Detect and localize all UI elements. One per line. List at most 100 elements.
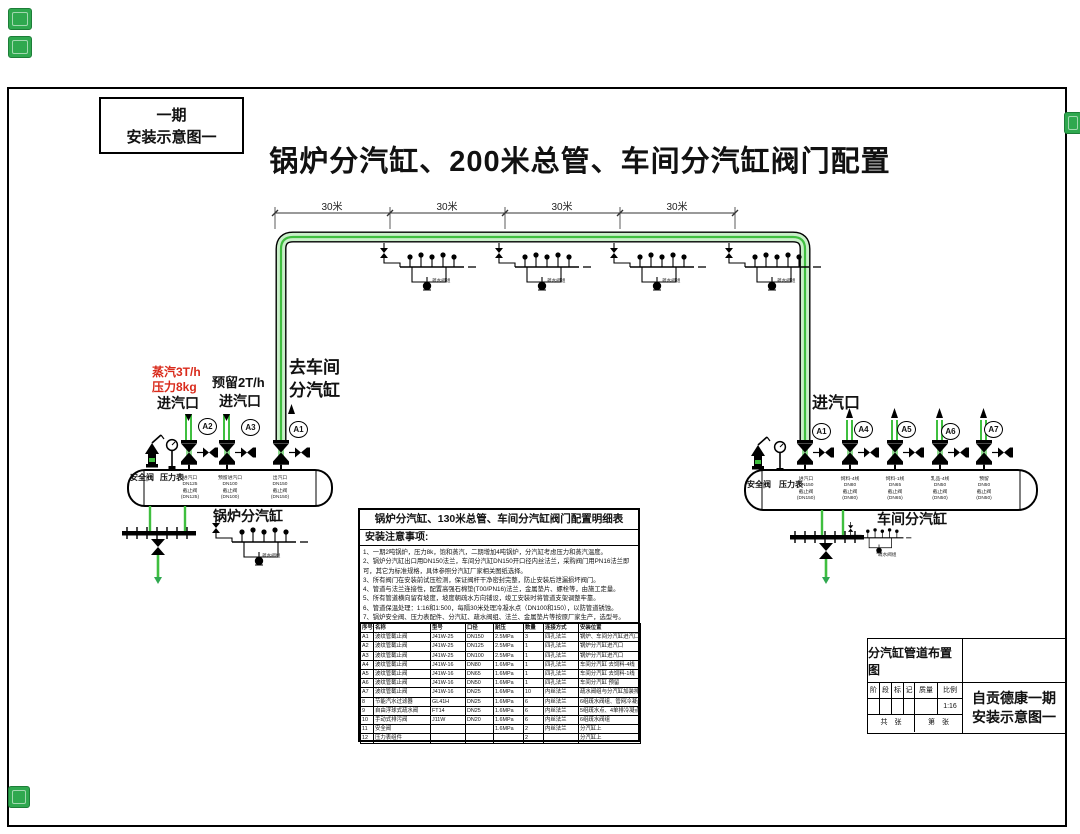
spec-table-cell: 四孔法兰 [543, 669, 579, 680]
title-block: 分汽缸管道布置图 阶 段 标 记 质量 比例 1 [867, 638, 1066, 734]
phase-box-border [99, 97, 244, 154]
watermark-stamp [8, 36, 32, 58]
workshop-inlet-label: 进汽口 [812, 395, 861, 412]
spec-table-cell: J41W-25 [430, 650, 466, 661]
main-steam-pipe [275, 231, 811, 440]
install-note-item: 6、管道保温处理：1:16和1:500，每隔30米处理冷凝水点（DN100和15… [363, 604, 618, 612]
spec-table-cell: 内丝法兰 [543, 715, 579, 726]
spec-table-cell: 1.6MPa [493, 705, 524, 717]
nozzle-note-line: 截止阀 [932, 489, 948, 495]
nozzle-note-line: 预留进汽口 [218, 476, 242, 481]
spec-table-cell: 1.6MPa [493, 678, 524, 689]
pipe-segment-length: 30米 [551, 202, 573, 213]
pressure-gauge-symbol [165, 438, 179, 470]
flow-arrow-down [223, 414, 230, 421]
steam-capacity-label: 蒸汽3T/h [152, 365, 201, 379]
nozzle-note-line: 截止阀 [887, 489, 903, 495]
spec-column-header: 口径 [465, 622, 494, 634]
inlet-port-label: 进汽口 [157, 395, 199, 411]
spec-table-cell: 自由浮球式疏水阀 [373, 705, 431, 717]
to-workshop-label-line1: 去车间 [289, 358, 340, 377]
pressure-gauge-label: 压力表 [779, 480, 803, 489]
safety-valve-symbol [750, 436, 771, 471]
watermark-stamp [8, 786, 30, 808]
spec-table-cell [465, 733, 494, 744]
globe-valve-assembly-a3 [218, 439, 257, 472]
spec-table-cell: 内丝法兰 [543, 696, 579, 707]
spec-table-cell [465, 724, 494, 735]
stage-char: 阶 [868, 683, 880, 698]
valve-tag-a6: A6 [941, 423, 960, 440]
spec-table-cell: J41W-16 [430, 678, 466, 689]
title-block-grid: 阶 段 标 记 质量 比例 1:16 共 张 第 张 [868, 683, 963, 733]
inlet-port-label: 进汽口 [219, 393, 261, 409]
workshop-drum-label: 车间分汽缸 [877, 511, 947, 527]
spec-table-cell: 9 [360, 705, 374, 717]
nozzle-note-line: 截止阀 [798, 489, 814, 495]
spec-column-header: 安装位置 [578, 622, 641, 634]
trap-group-label: 疏水阀组 [878, 552, 897, 557]
spec-table-cell: 2.5MPa [493, 632, 524, 643]
title-block-empty-cell [963, 639, 1065, 682]
install-note-item: 5、所有管道横向留有坡度，坡度朝疏水方向铺设，竣工安装时将管道支架调整牢靠。 [363, 595, 600, 603]
nozzle-note-line: 截止阀 [222, 488, 238, 494]
spec-table-cell: DN50 [465, 678, 494, 689]
spec-table-cell: 1 [523, 650, 544, 661]
safety-valve-symbol [144, 434, 165, 469]
nozzle-note-line: (DN100) [220, 495, 240, 501]
globe-valve-assembly-a1r [796, 439, 835, 472]
spec-table-cell: J41W-25 [430, 632, 466, 643]
spec-table-cell: A2 [360, 641, 374, 652]
spec-table-cell: J41W-25 [430, 641, 466, 652]
sheet-number-label: 第 张 [928, 719, 949, 726]
spec-table-cell: 6组疏水阀组、管网冷凝点 [578, 696, 641, 707]
pressure-gauge-label: 压力表 [160, 473, 184, 482]
spec-table-cell: 波纹管截止阀 [373, 659, 431, 671]
globe-valve-assembly-a7 [975, 439, 1014, 472]
spec-table-cell: 2 [523, 733, 544, 744]
boiler-drum-label: 锅炉分汽缸 [213, 508, 283, 524]
stage-char: 标 [892, 683, 904, 698]
spec-table-cell: 10 [360, 715, 374, 726]
nozzle-note-line: 饲料-4线 [840, 477, 860, 482]
globe-valve-assembly-a5 [886, 439, 925, 472]
flow-arrows-up [846, 408, 987, 418]
spec-table-cell: 内丝法兰 [543, 705, 579, 717]
trap-group-label: 疏水阀组 [432, 278, 451, 283]
reserved-inlet-label: 预留2T/h [212, 375, 265, 390]
spec-table-cell: FT14 [430, 705, 466, 717]
nozzle-note-line: 乳品-4线 [930, 477, 950, 482]
drawing-frame [7, 87, 1067, 827]
spec-table-cell: 手动式排污阀 [373, 715, 431, 726]
nozzle-note-line: 饲料-1线 [885, 477, 905, 482]
install-note-item: 7、锅炉安全阀、压力表配件、分汽缸、疏水阀组、法兰、金属垫片等按原厂家生产，选型… [363, 614, 625, 622]
spec-table-title: 锅炉分汽缸、130米总管、车间分汽缸阀门配置明细表 [360, 510, 638, 530]
spec-table-cell: 6 [523, 705, 544, 717]
nozzle-note-line: DN150 [798, 483, 814, 489]
nozzle-note-line: (DN125) [180, 495, 200, 501]
trap-group-label: 疏水阀组 [262, 553, 281, 558]
spec-table-cell: DN100 [465, 650, 494, 661]
spec-header-row: 序号名称型号口径耐压数量连接方式安装位置 [360, 622, 641, 634]
workshop-drum [744, 469, 1038, 511]
stage-char: 记 [904, 683, 915, 698]
nozzle-note-line: DN100 [222, 482, 238, 488]
nozzle-note-line: (DN80) [842, 496, 858, 502]
weight-label: 质量 [915, 683, 938, 698]
nozzle-note-line: (DN150) [270, 495, 290, 501]
workshop-drum-blowdown [789, 510, 865, 584]
spec-table-cell: 四孔法兰 [543, 641, 579, 652]
spec-table-cell: 1.6MPa [493, 669, 524, 680]
spec-table-cell: 6组疏水阀组 [578, 715, 641, 726]
spec-table-cell: 锅炉、车间分汽缸进汽口 [578, 632, 641, 643]
nozzle-note-line: 截止阀 [182, 488, 198, 494]
spec-table-cell: 3 [523, 632, 544, 643]
spec-column-header: 数量 [523, 622, 544, 634]
